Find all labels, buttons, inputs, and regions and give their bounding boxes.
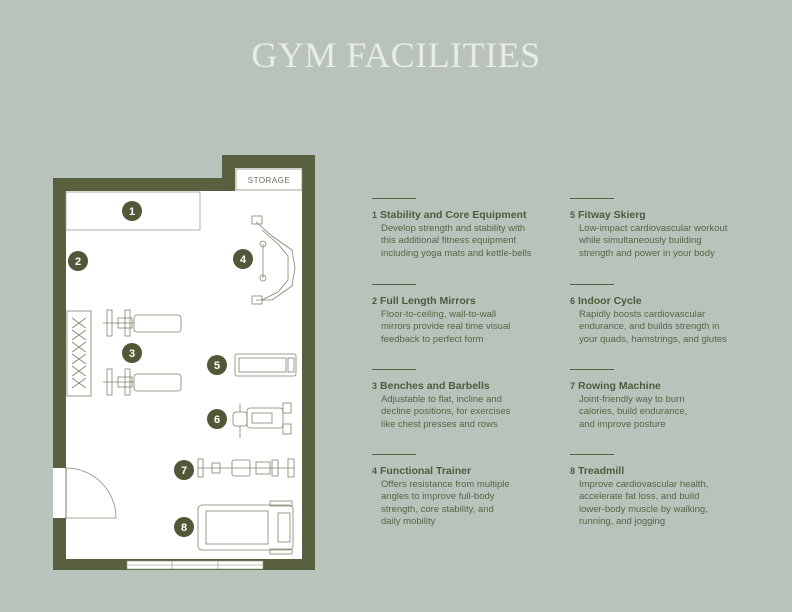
skierg (234, 353, 297, 377)
legend-name: Fitway Skierg (578, 209, 646, 221)
dumbbell-rack (66, 310, 92, 397)
svg-text:4: 4 (240, 254, 247, 266)
rowing-machine (197, 458, 295, 478)
stability-area (65, 191, 201, 231)
marker-8: 8 (174, 517, 194, 537)
svg-text:7: 7 (181, 465, 187, 477)
page-title: GYM FACILITIES (251, 35, 541, 75)
functional-trainer (251, 215, 296, 305)
legend-number: 7 (570, 381, 576, 391)
marker-6: 6 (207, 409, 227, 429)
svg-text:1: 1 (129, 206, 135, 218)
floor-plan-room (66, 168, 302, 559)
marker-5: 5 (207, 355, 227, 375)
marker-3: 3 (122, 343, 142, 363)
svg-text:2: 2 (75, 256, 81, 268)
marker-2: 2 (68, 251, 88, 271)
marker-7: 7 (174, 460, 194, 480)
legend-number: 1 (372, 210, 378, 220)
door-opening (53, 468, 66, 518)
legend-number: 3 (372, 381, 378, 391)
legend-name: Functional Trainer (380, 465, 472, 477)
legend-number: 6 (570, 296, 576, 306)
storage-room (235, 168, 303, 191)
legend-name: Treadmill (578, 465, 625, 477)
window (126, 560, 264, 570)
legend-number: 5 (570, 210, 576, 220)
bench-top (103, 309, 182, 337)
legend-number: 4 (372, 466, 378, 476)
bench-bottom (103, 368, 182, 396)
legend-name: Indoor Cycle (578, 295, 642, 307)
marker-1: 1 (122, 201, 142, 221)
svg-text:5: 5 (214, 360, 220, 372)
legend-number: 2 (372, 296, 378, 306)
svg-text:6: 6 (214, 414, 220, 426)
legend-name: Full Length Mirrors (380, 295, 476, 307)
door-swing (65, 467, 117, 519)
legend-number: 8 (570, 466, 576, 476)
svg-text:8: 8 (181, 522, 187, 534)
legend-name: Benches and Barbells (380, 380, 490, 392)
indoor-cycle (232, 402, 292, 438)
svg-text:3: 3 (129, 348, 135, 360)
storage-label: STORAGE (248, 176, 290, 185)
treadmill (197, 500, 294, 555)
legend-name: Stability and Core Equipment (380, 209, 527, 221)
marker-4: 4 (233, 249, 253, 269)
legend-name: Rowing Machine (578, 380, 661, 392)
